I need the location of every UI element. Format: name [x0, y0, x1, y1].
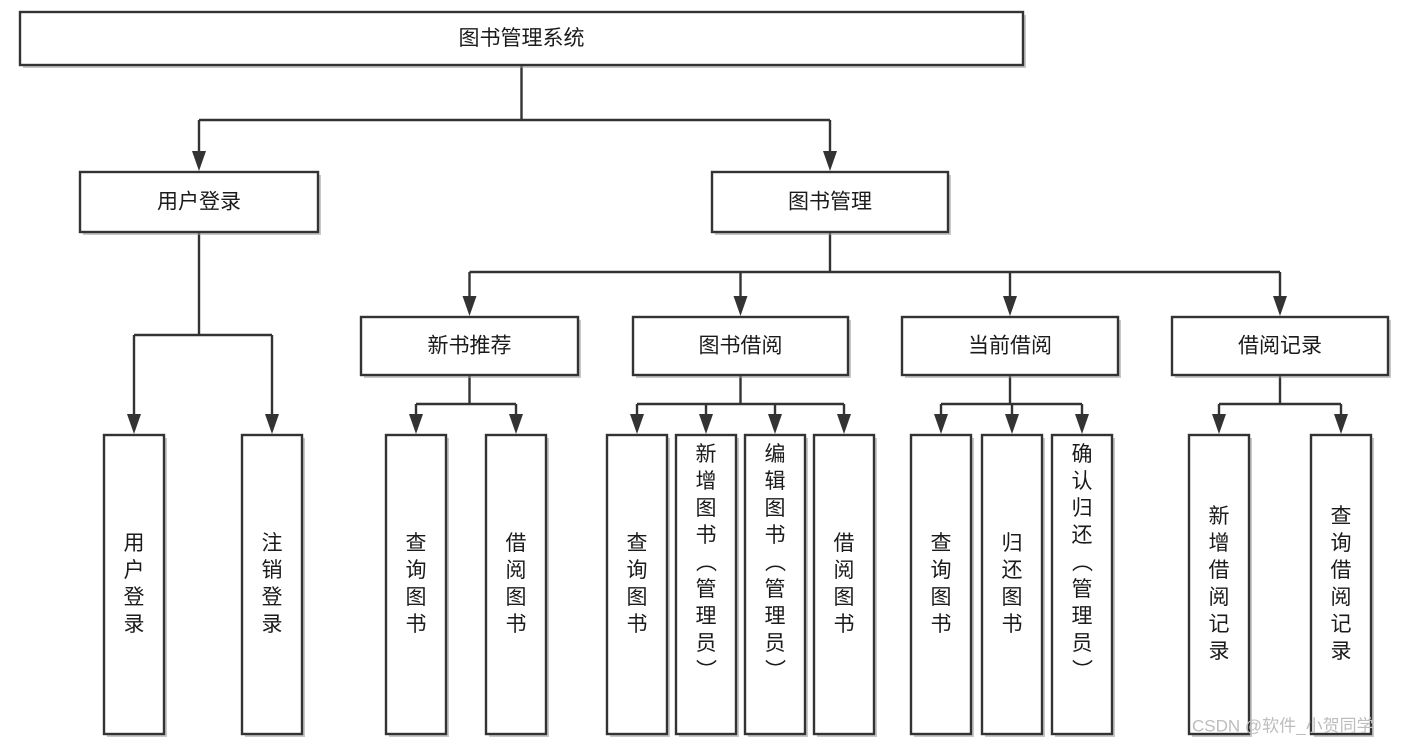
node-label: 借阅图书 [506, 532, 527, 636]
node-label: 借阅图书 [834, 532, 855, 636]
node-rect[interactable] [384, 433, 448, 736]
arrow-head-icon [265, 414, 279, 434]
node-label: 借阅记录 [1238, 335, 1322, 358]
arrow-head-icon [823, 151, 837, 171]
watermark-layer: CSDN @软件_小贺同学 [1192, 716, 1374, 735]
node-label: 新增图书（管理员） [696, 443, 718, 682]
node-rect[interactable] [1170, 315, 1390, 377]
node-label: 当前借阅 [968, 335, 1052, 358]
node-label: 新增借阅记录 [1209, 505, 1230, 663]
node-rect[interactable] [78, 170, 320, 234]
node-label: 确认归还（管理员） [1072, 443, 1094, 682]
node-borrow[interactable]: 图书借阅 [631, 315, 851, 378]
node-rect[interactable] [484, 433, 548, 736]
arrow-head-icon [1334, 414, 1348, 434]
node-leaf-edit-book[interactable]: 编辑图书（管理员） [743, 433, 808, 737]
node-label: 查询图书 [931, 532, 952, 636]
node-rect[interactable] [710, 170, 950, 234]
node-layer: 图书管理系统用户登录图书管理新书推荐图书借阅当前借阅借阅记录用户登录注销登录查询… [18, 10, 1391, 737]
node-rect[interactable] [1050, 433, 1114, 736]
node-leaf-borrow-book-new[interactable]: 借阅图书 [484, 433, 549, 737]
node-label: 编辑图书（管理员） [765, 443, 787, 682]
node-label: 图书管理系统 [459, 27, 585, 50]
node-label: 查询借阅记录 [1331, 505, 1352, 663]
arrow-head-icon [630, 414, 644, 434]
node-current[interactable]: 当前借阅 [900, 315, 1121, 378]
arrow-head-icon [733, 296, 748, 316]
node-login[interactable]: 用户登录 [78, 170, 321, 235]
node-leaf-query-record[interactable]: 查询借阅记录 [1309, 433, 1374, 737]
node-rect[interactable] [674, 433, 738, 736]
node-rect[interactable] [980, 433, 1044, 736]
node-label: 图书借阅 [699, 335, 783, 358]
connector-edge-records-leaves [1212, 375, 1348, 434]
node-label: 用户登录 [157, 191, 241, 214]
node-rect[interactable] [909, 433, 973, 736]
node-label: 归还图书 [1002, 532, 1023, 636]
arrow-head-icon [127, 414, 141, 434]
node-leaf-add-record[interactable]: 新增借阅记录 [1187, 433, 1252, 737]
connector-layer [127, 65, 1348, 434]
node-rect[interactable] [359, 315, 580, 377]
arrow-head-icon [768, 414, 782, 434]
node-rect[interactable] [631, 315, 850, 377]
csdn-watermark: CSDN @软件_小贺同学 [1192, 716, 1374, 735]
node-leaf-user-login[interactable]: 用户登录 [102, 433, 167, 737]
arrow-head-icon [192, 151, 206, 171]
connector-edge-login-leaves [127, 232, 279, 434]
node-leaf-return-book[interactable]: 归还图书 [980, 433, 1045, 737]
arrow-head-icon [1212, 414, 1226, 434]
node-rect[interactable] [743, 433, 807, 736]
node-records[interactable]: 借阅记录 [1170, 315, 1391, 378]
connector-edge-borrow-leaves [630, 375, 851, 434]
node-newbook[interactable]: 新书推荐 [359, 315, 581, 378]
node-leaf-query-book-cur[interactable]: 查询图书 [909, 433, 974, 737]
connector-edge-bookmgmt-level3 [462, 232, 1287, 316]
arrow-head-icon [837, 414, 851, 434]
arrow-head-icon [462, 296, 477, 316]
node-leaf-confirm-return[interactable]: 确认归还（管理员） [1050, 433, 1115, 737]
node-rect[interactable] [1187, 433, 1251, 736]
node-rect[interactable] [812, 433, 876, 736]
node-label: 新书推荐 [428, 335, 512, 358]
arrow-head-icon [1075, 414, 1089, 434]
node-label: 查询图书 [627, 532, 648, 636]
node-leaf-query-book[interactable]: 查询图书 [605, 433, 670, 737]
arrow-head-icon [409, 414, 423, 434]
node-label: 查询图书 [406, 532, 427, 636]
node-label: 图书管理 [788, 191, 872, 214]
node-rect[interactable] [240, 433, 304, 736]
node-leaf-add-book[interactable]: 新增图书（管理员） [674, 433, 739, 737]
arrow-head-icon [509, 414, 523, 434]
arrow-head-icon [1005, 414, 1019, 434]
arrow-head-icon [699, 414, 713, 434]
connector-edge-current-leaves [934, 375, 1089, 434]
connector-edge-root-level2 [192, 65, 837, 171]
node-rect[interactable] [18, 10, 1025, 67]
connector-edge-newbook-leaves [409, 375, 523, 434]
node-rect[interactable] [605, 433, 669, 736]
arrow-head-icon [934, 414, 948, 434]
node-label: 注销登录 [262, 532, 283, 636]
node-label: 用户登录 [124, 532, 145, 636]
arrow-head-icon [1273, 296, 1287, 316]
node-leaf-user-logout[interactable]: 注销登录 [240, 433, 305, 737]
arrow-head-icon [1003, 296, 1017, 316]
node-rect[interactable] [900, 315, 1120, 377]
node-root[interactable]: 图书管理系统 [18, 10, 1026, 68]
node-leaf-query-book-new[interactable]: 查询图书 [384, 433, 449, 737]
node-rect[interactable] [102, 433, 166, 736]
node-rect[interactable] [1309, 433, 1373, 736]
node-bookmgmt[interactable]: 图书管理 [710, 170, 951, 235]
node-leaf-borrow-book[interactable]: 借阅图书 [812, 433, 877, 737]
